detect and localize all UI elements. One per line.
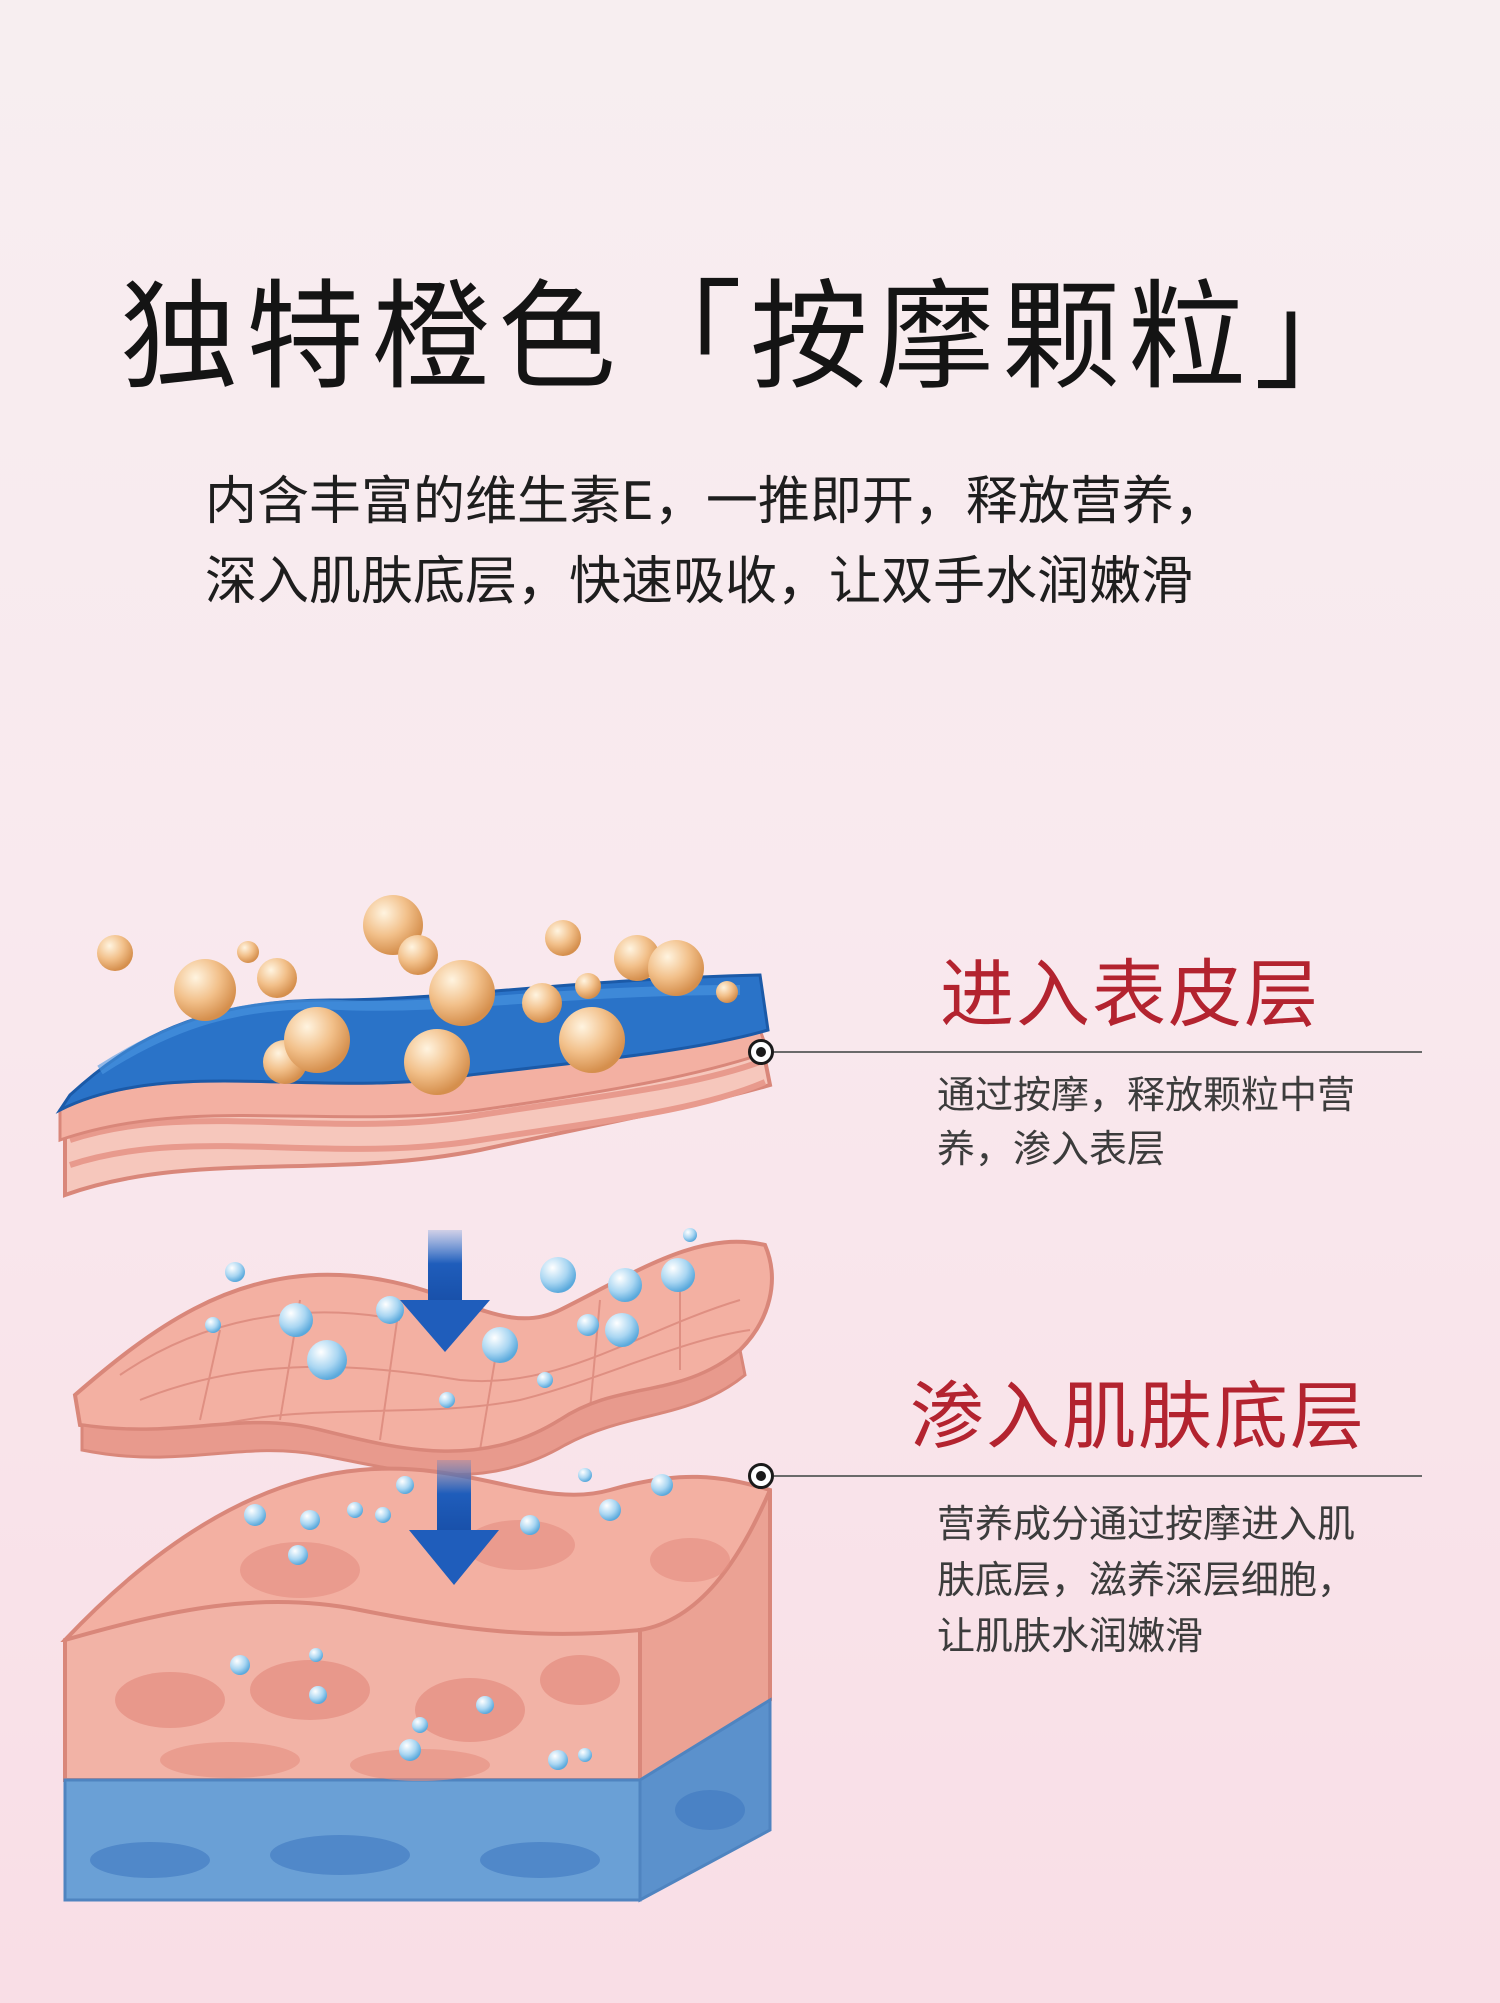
stage-1-desc-line-2: 养，渗入表层 — [937, 1127, 1166, 1171]
stage-1-title: 进入表皮层 — [940, 952, 1320, 1038]
deep-skin-leader-line — [774, 1475, 1422, 1477]
stage-2-description: 营养成分通过按摩进入肌 肤底层，滋养深层细胞， 让肌肤水润嫩滑 — [937, 1496, 1437, 1664]
deep-skin-block — [60, 1466, 772, 1903]
stage-1-desc-line-1: 通过按摩，释放颗粒中营 — [937, 1073, 1356, 1117]
massage-beads — [97, 895, 738, 1095]
down-arrow-2 — [409, 1460, 499, 1585]
stage-2-desc-line-3: 让肌肤水润嫩滑 — [937, 1614, 1204, 1658]
stage-2-title: 渗入肌肤底层 — [910, 1374, 1366, 1460]
epidermis-leader-line — [774, 1051, 1422, 1053]
nutrient-droplets — [205, 1228, 697, 1770]
stage-2-desc-line-2: 肤底层，滋养深层细胞， — [937, 1558, 1356, 1602]
down-arrow-1 — [400, 1230, 490, 1352]
epidermis-marker — [748, 1039, 774, 1065]
stage-2-desc-line-1: 营养成分通过按摩进入肌 — [937, 1502, 1356, 1546]
intro-text: 内含丰富的维生素E，一推即开，释放营养， 深入肌肤底层，快速吸收，让双手水润嫩滑 — [205, 462, 1365, 622]
intro-line-1: 内含丰富的维生素E，一推即开，释放营养， — [205, 472, 1226, 532]
dermis-sheet — [72, 1239, 774, 1477]
headline: 独特橙色「按摩颗粒」 — [119, 268, 1380, 406]
deep-skin-marker — [748, 1463, 774, 1489]
intro-line-2: 深入肌肤底层，快速吸收，让双手水润嫩滑 — [205, 552, 1194, 612]
stage-1-description: 通过按摩，释放颗粒中营 养，渗入表层 — [937, 1068, 1437, 1176]
